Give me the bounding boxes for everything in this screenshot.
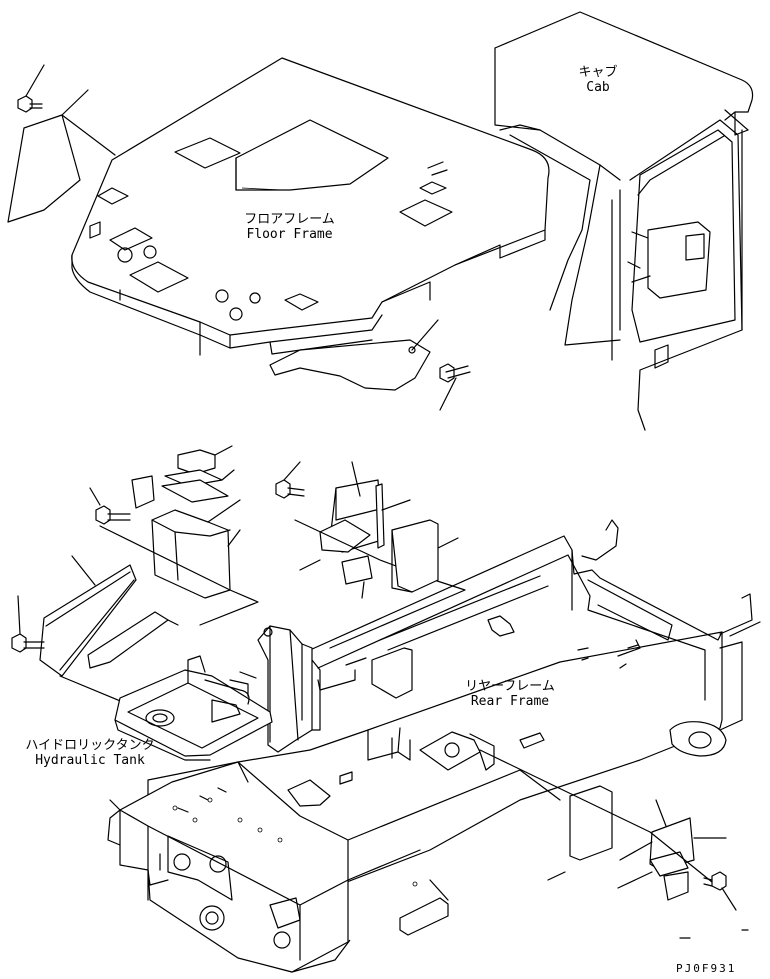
hydraulic-tank-label: ハイドロリックタンク Hydraulic Tank [20,738,160,768]
cab-drawing [494,11,754,431]
floor-frame-drawing [7,57,550,411]
bracket-parts-drawing [275,461,466,649]
leader-lines [547,871,749,939]
rear-frame-drawing [107,519,761,973]
hydraulic-tank-label-jp: ハイドロリックタンク [25,738,155,753]
floor-frame-label-en: Floor Frame [246,227,333,242]
rear-frame-label: リヤーフレーム Rear Frame [455,679,565,709]
floor-frame-label: フロアフレーム Floor Frame [232,212,347,242]
drawing-code: PJ0F931 [676,962,737,975]
cab-label-en: Cab [586,80,610,95]
floor-frame-label-jp: フロアフレーム [244,212,335,227]
hydraulic-tank-drawing [114,655,273,761]
cab-label-jp: キャブ [578,65,618,80]
small-parts-drawing [11,445,259,706]
cab-label: キャブ Cab [568,65,628,95]
rear-frame-label-jp: リヤーフレーム [465,679,555,694]
rear-frame-label-en: Rear Frame [470,694,550,709]
hydraulic-tank-label-en: Hydraulic Tank [35,753,145,768]
right-bracket-drawing [479,749,737,911]
